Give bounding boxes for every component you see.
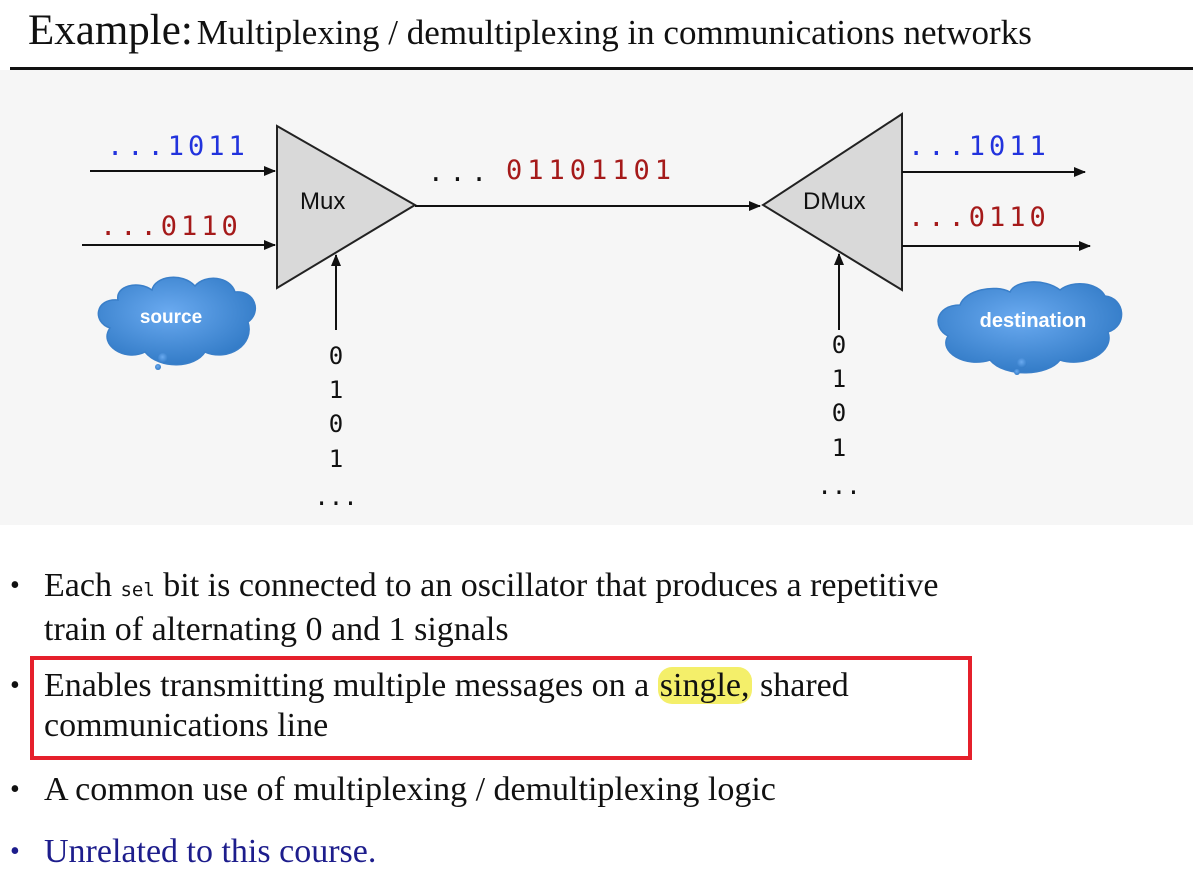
- dmux-select-bits: 0 1 0 1 ...: [817, 331, 860, 500]
- bullet-dot: •: [10, 670, 20, 701]
- line-bits: 01101101: [506, 155, 676, 186]
- bullet-dot: •: [10, 836, 20, 867]
- bullet-3-text: A common use of multiplexing / demultipl…: [44, 771, 776, 808]
- bullet-dot: •: [10, 570, 20, 601]
- dmux-sel-bit: 1: [832, 434, 846, 462]
- title-rest: Multiplexing / demultiplexing in communi…: [196, 13, 1032, 52]
- slide-title: Example: Multiplexing / demultiplexing i…: [28, 6, 1032, 55]
- sel-code: sel: [120, 579, 155, 601]
- dmux-sel-bit: 1: [832, 365, 846, 393]
- bullet-dot: •: [10, 774, 20, 805]
- bullet-4-text: Unrelated to this course.: [44, 833, 377, 870]
- mux-label: Mux: [300, 188, 345, 215]
- mux-sel-bit: 0: [329, 410, 343, 438]
- mux-sel-bit: 1: [329, 445, 343, 473]
- destination-label: destination: [980, 310, 1087, 332]
- input-bits-bottom: ...0110: [100, 211, 242, 242]
- title-lead: Example:: [28, 7, 193, 54]
- source-cloud-icon: [97, 276, 257, 370]
- title-rule: [10, 67, 1193, 70]
- dmux-sel-bit: 0: [832, 331, 846, 359]
- highlighted-word: single,: [657, 667, 752, 704]
- mux-select-bits: 0 1 0 1 ...: [314, 342, 357, 511]
- mux-sel-bit: ...: [314, 483, 357, 511]
- mux-sel-bit: 0: [329, 342, 343, 370]
- output-bits-top: ...1011: [908, 131, 1050, 162]
- dmux-sel-bit: 0: [832, 399, 846, 427]
- mux-sel-bit: 1: [329, 376, 343, 404]
- mux-dmux-diagram: Mux DMux ...1011 ...0110 ... 01101101 ..…: [82, 112, 1123, 511]
- bullet-1-rest: bit is connected to an oscillator that p…: [154, 567, 939, 604]
- bullet-1-line2: train of alternating 0 and 1 signals: [44, 611, 509, 648]
- input-bits-top: ...1011: [107, 131, 249, 162]
- bullet-2-rest: shared: [751, 667, 849, 704]
- dmux-label: DMux: [803, 188, 866, 215]
- output-bits-bottom: ...0110: [908, 202, 1050, 233]
- destination-cloud-icon: [937, 281, 1123, 375]
- dmux-block: [761, 112, 903, 292]
- dmux-sel-bit: ...: [817, 472, 860, 500]
- highlight-box: [30, 656, 972, 760]
- source-label: source: [140, 307, 202, 328]
- line-prefix: ...: [428, 158, 493, 188]
- bullet-1-text: Each: [44, 567, 121, 604]
- bullet-2-line2: communications line: [44, 707, 329, 744]
- mux-block: [276, 124, 417, 290]
- bullet-2-text: Enables transmitting multiple messages o…: [44, 667, 658, 704]
